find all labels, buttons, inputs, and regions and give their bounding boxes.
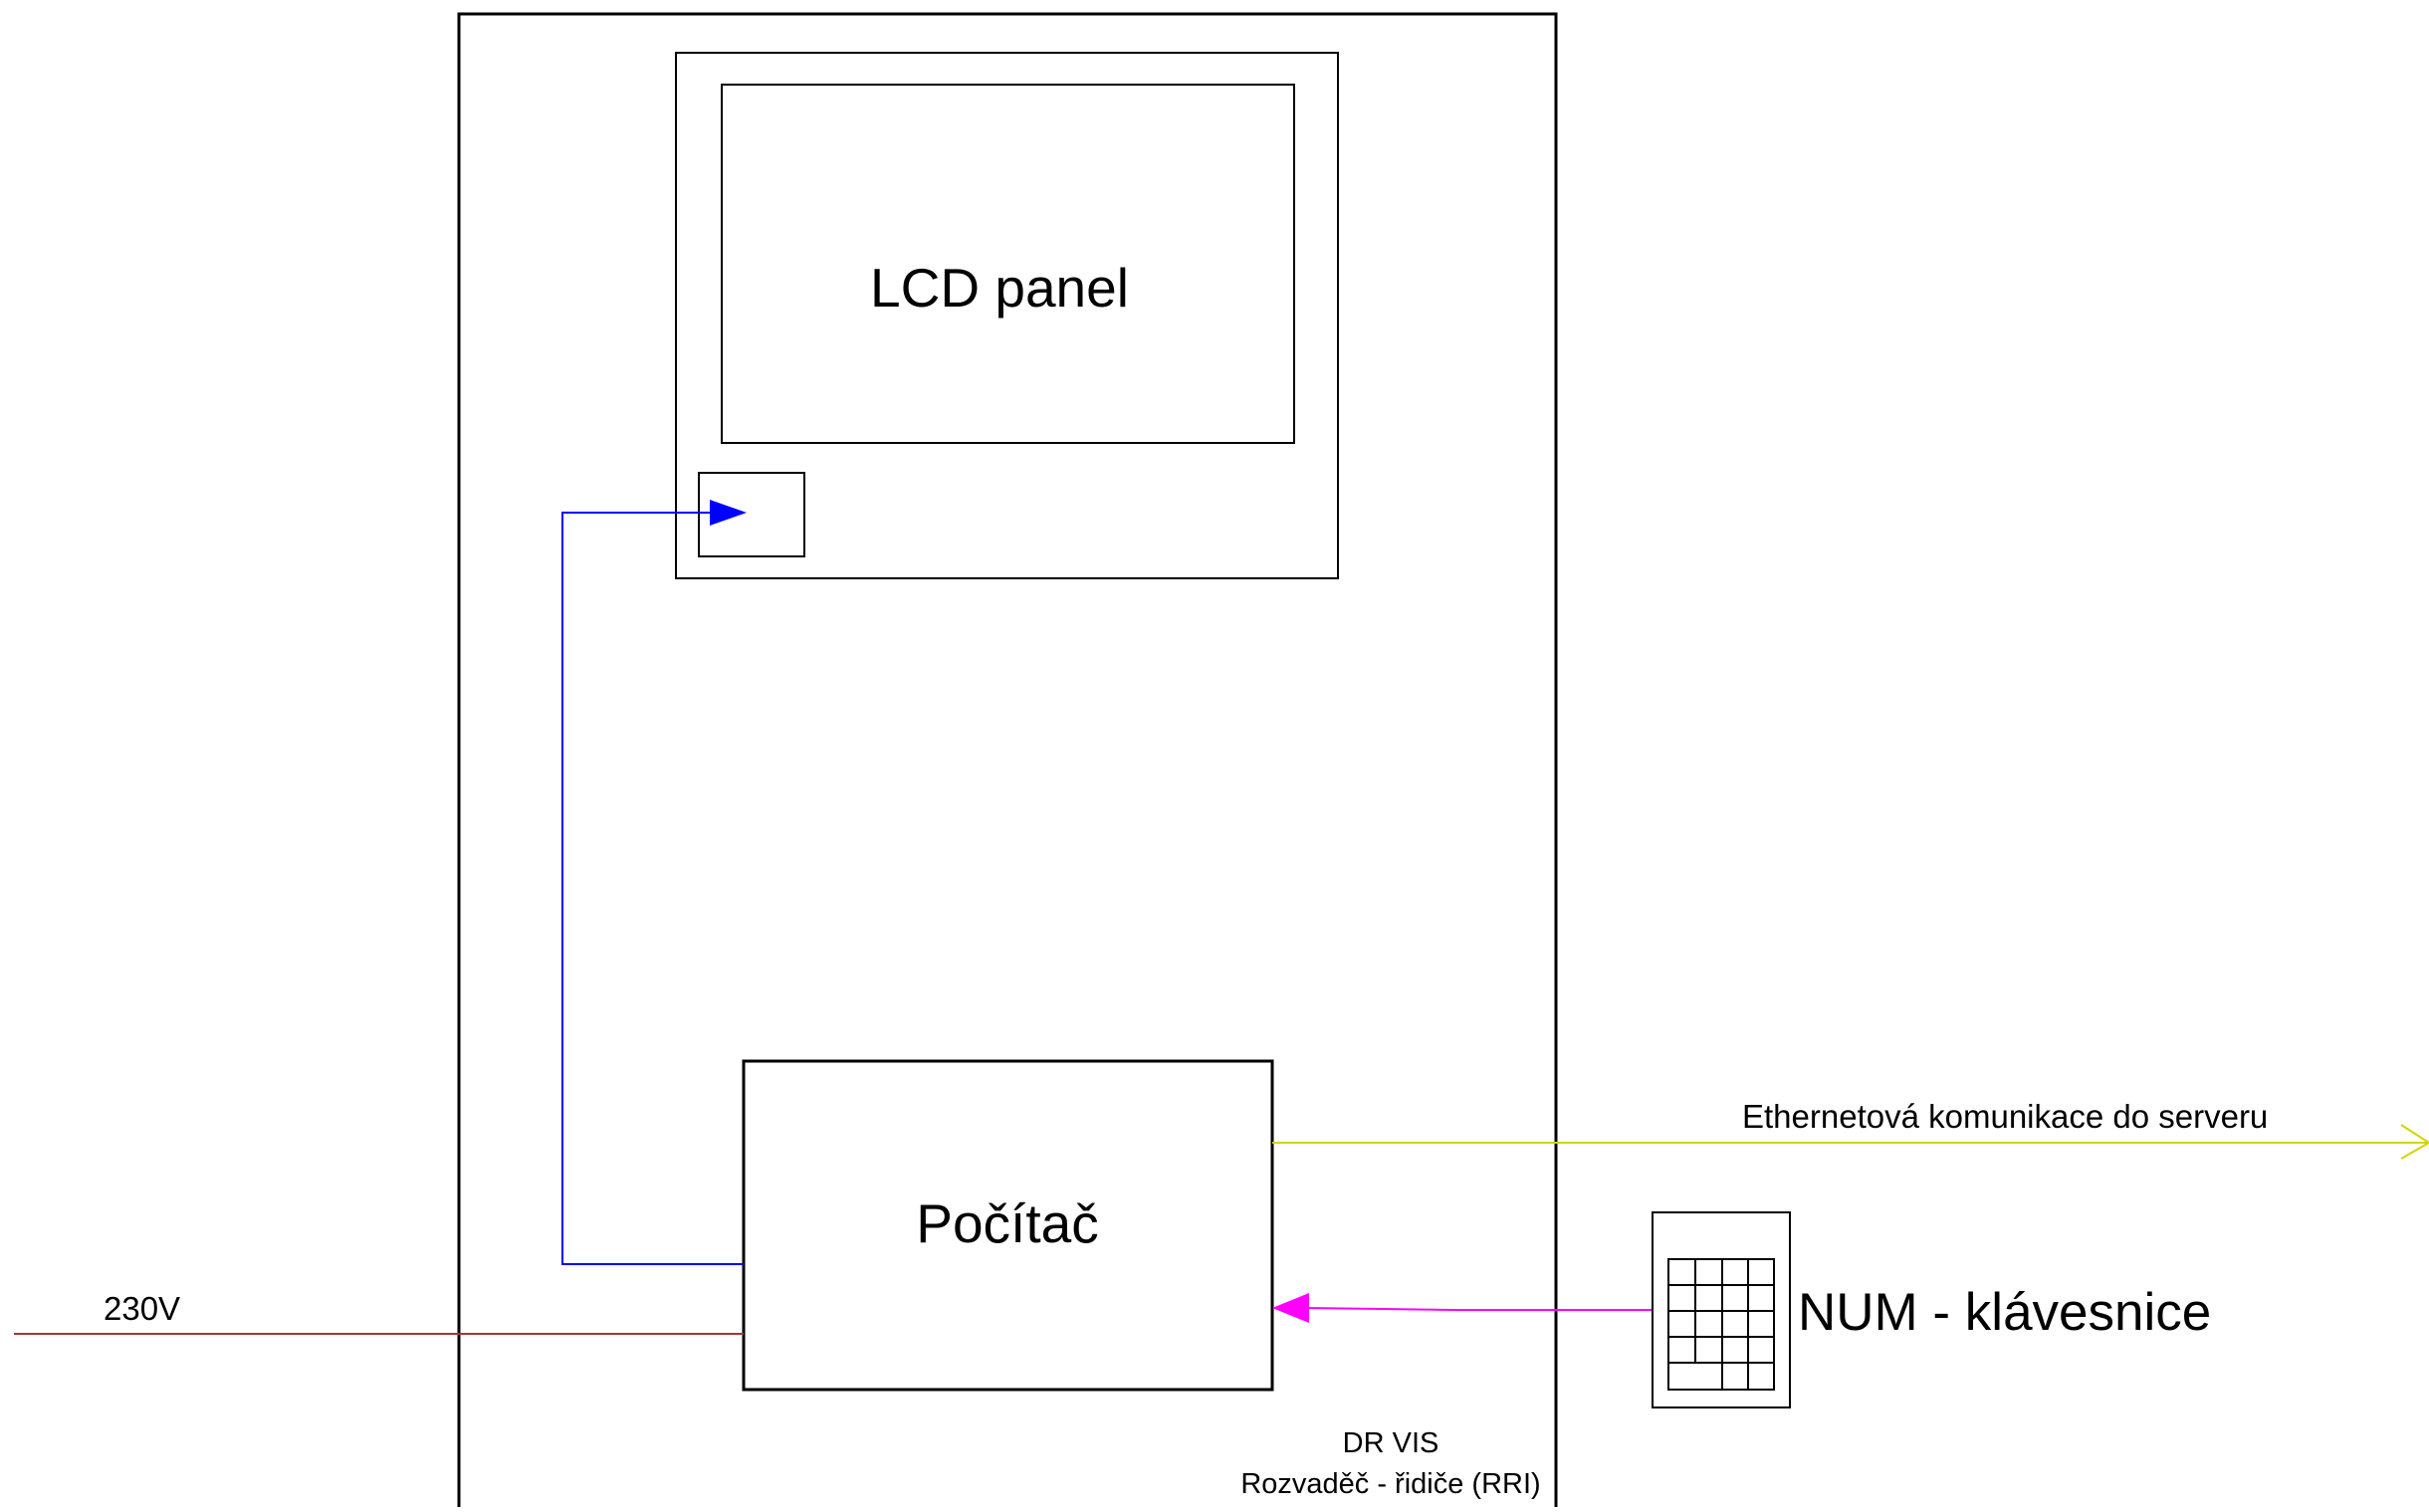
lcd-outer-frame <box>675 52 1339 579</box>
ethernet-arrowhead <box>2400 1124 2429 1160</box>
computer-box <box>742 1059 1274 1392</box>
power-label: 230V <box>104 1290 180 1327</box>
cabinet-subtitle: Rozvaděč - řidiče (RRI) <box>1240 1468 1540 1500</box>
keypad-link-line <box>1303 1307 1653 1311</box>
video-link-arrowhead <box>710 500 747 526</box>
computer-label: Počítač <box>916 1192 1098 1254</box>
video-link-line <box>561 512 744 1265</box>
cabinet-frame <box>457 12 1558 1512</box>
lcd-panel-label: LCD panel <box>870 257 1129 319</box>
keypad-outer-box <box>1652 1211 1791 1408</box>
keypad-label: NUM - klávesnice <box>1798 1283 2211 1342</box>
lcd-panel-box <box>721 84 1295 444</box>
cabinet-name: DR VIS <box>1343 1427 1439 1459</box>
lcd-input-box <box>698 472 805 557</box>
keypad-link-arrowhead <box>1272 1293 1309 1323</box>
ethernet-label: Ethernetová komunikace do serveru <box>1742 1098 2268 1135</box>
keypad-icon <box>1667 1258 1775 1391</box>
